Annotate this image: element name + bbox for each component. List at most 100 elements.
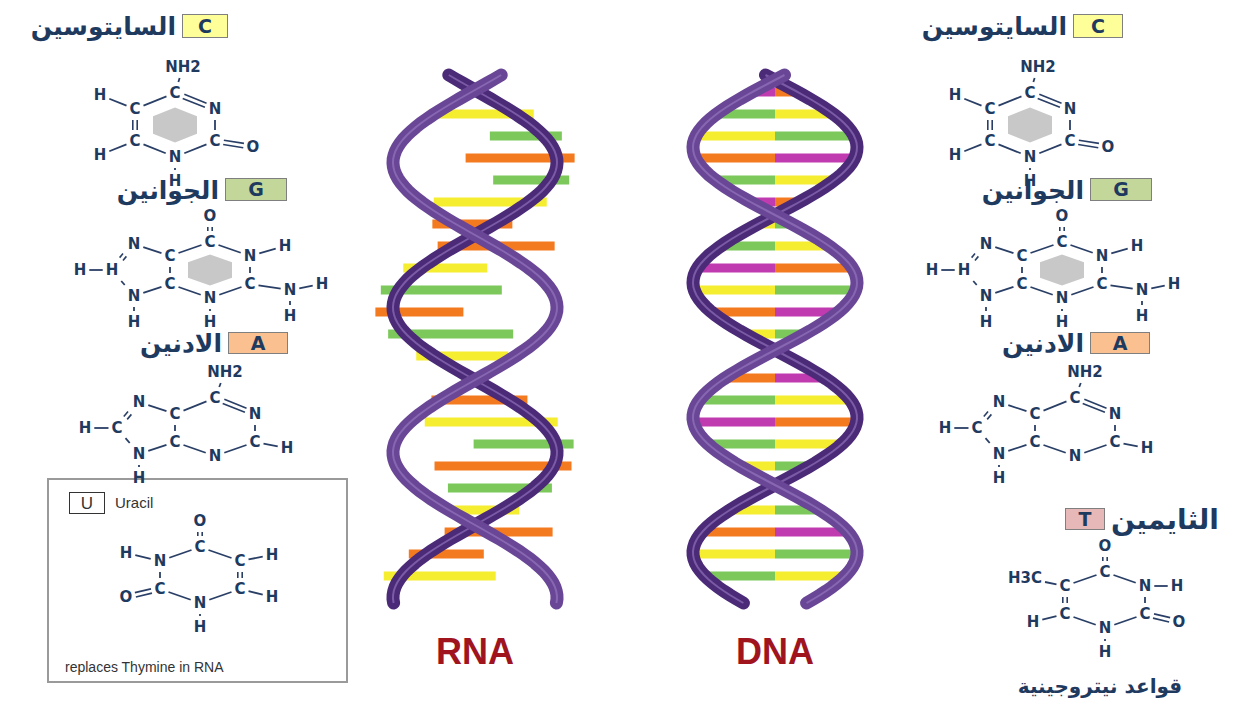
atom-label: C	[169, 84, 180, 102]
single-bond	[249, 557, 263, 560]
atom-label: H	[169, 172, 182, 190]
base-name: الثايمين	[1111, 503, 1219, 536]
atom-label: H	[958, 261, 971, 279]
structure-name: Uracil	[115, 494, 153, 511]
single-bond	[169, 267, 171, 273]
atom-label: C	[234, 552, 245, 570]
atom-label: N	[209, 100, 222, 118]
single-bond	[126, 438, 130, 443]
single-bond	[289, 301, 291, 305]
base-letter: A	[1113, 334, 1128, 353]
atom-label: N	[1136, 281, 1149, 299]
double-bond	[127, 414, 131, 419]
single-bond	[89, 269, 102, 271]
atom-label: H	[1171, 577, 1184, 595]
single-bond	[985, 307, 987, 311]
single-bond	[973, 281, 976, 285]
backbone-strand	[693, 75, 857, 603]
atom-label: NH2	[207, 363, 243, 381]
single-bond	[264, 444, 278, 447]
single-bond	[144, 144, 166, 153]
structure-panel: Uracilreplaces Thymine in RNAU	[47, 478, 348, 683]
double-bond	[991, 120, 993, 130]
double-bond	[1106, 557, 1108, 561]
backbone-highlight	[393, 75, 557, 603]
caption-label: قواعد نيتروجينية	[1018, 674, 1182, 698]
atom-label: H	[980, 313, 993, 331]
atom-label: N	[169, 148, 182, 166]
backbone-highlight	[693, 75, 857, 603]
atom-label: C	[1109, 433, 1120, 451]
atom-label: H	[279, 237, 292, 255]
double-bond	[1153, 618, 1169, 622]
atom-label: H	[74, 261, 87, 279]
single-bond	[169, 592, 191, 600]
atom-label: O	[247, 138, 260, 156]
atom-label: N	[204, 289, 217, 307]
atom-label: C	[1139, 605, 1150, 623]
atom-label: H	[1056, 313, 1069, 331]
double-bond	[135, 589, 151, 593]
single-bond	[1144, 597, 1146, 603]
double-bond	[136, 120, 138, 130]
base-letter-box: Aالادنين	[228, 332, 288, 354]
atom-label: N	[1024, 148, 1037, 166]
single-bond	[219, 245, 241, 253]
single-bond	[109, 144, 126, 151]
single-bond	[1069, 120, 1071, 130]
single-bond	[209, 592, 231, 600]
atom-label: C	[169, 405, 180, 423]
single-bond	[259, 249, 275, 254]
single-bond	[1071, 245, 1093, 253]
double-bond	[224, 399, 246, 408]
atom-label: N	[1109, 405, 1122, 423]
atom-label: N	[1064, 100, 1077, 118]
atom-label: H	[949, 146, 962, 164]
atom-label: N	[194, 594, 207, 612]
atom-label: C	[1024, 84, 1035, 102]
atom-label: N	[154, 552, 167, 570]
backbone-strand	[393, 75, 557, 603]
double-bond	[1084, 399, 1106, 408]
double-bond	[1102, 557, 1104, 561]
atom-label: H3C	[1008, 569, 1042, 587]
atom-label: C	[209, 389, 220, 407]
single-bond	[1044, 401, 1067, 410]
base-letter-box: Aالادنين	[1090, 332, 1150, 354]
base-pair-bar	[775, 132, 854, 141]
double-bond	[1083, 403, 1105, 412]
single-bond	[178, 78, 179, 82]
base-letter-box: Gالجوانين	[225, 178, 287, 201]
single-bond	[143, 287, 161, 293]
double-bond	[201, 532, 203, 536]
backbone-highlight	[393, 75, 557, 603]
single-bond	[1111, 285, 1133, 288]
single-bond	[1061, 309, 1063, 311]
atom-label: C	[971, 419, 982, 437]
single-bond	[999, 144, 1021, 153]
atom-label: H	[993, 469, 1006, 487]
double-bond	[1154, 614, 1170, 618]
single-bond	[954, 427, 968, 429]
double-bond	[184, 94, 206, 103]
double-bond	[984, 412, 988, 417]
double-bond	[136, 593, 152, 597]
base-letter-box: Tالثايمين	[1065, 508, 1105, 530]
atom-label: H	[939, 419, 952, 437]
single-bond	[1114, 425, 1116, 431]
base-pair-bar	[696, 132, 775, 141]
single-bond	[143, 247, 161, 253]
atom-label: O	[1056, 207, 1069, 225]
single-bond	[209, 309, 211, 311]
base-pair-bar	[698, 264, 775, 273]
single-bond	[999, 96, 1022, 105]
base-name: الادنين	[140, 329, 222, 358]
base-letter: U	[81, 495, 93, 512]
single-bond	[219, 383, 221, 387]
single-bond	[1042, 616, 1056, 620]
single-bond	[174, 168, 176, 170]
atom-label: H	[926, 261, 939, 279]
single-bond	[1034, 425, 1036, 431]
strand-label: DNA	[736, 631, 814, 673]
atom-label: H	[1141, 439, 1154, 457]
